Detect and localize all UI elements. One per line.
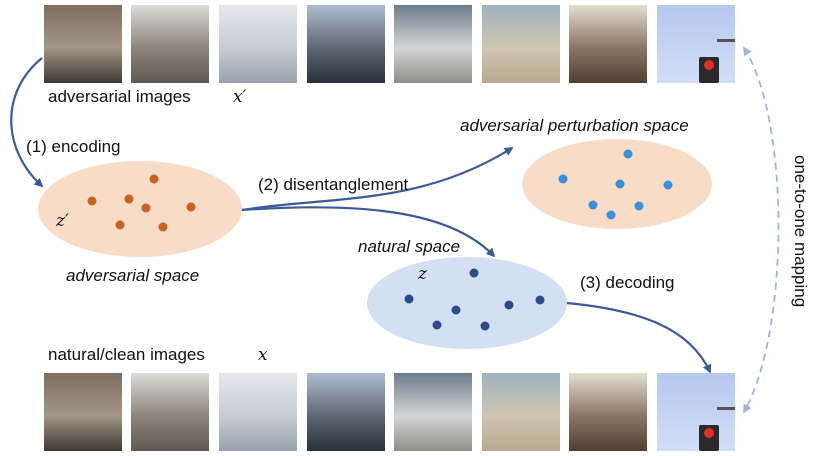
perturbation-point [558,174,568,184]
natural-point [469,268,479,278]
decoding-label: (3) decoding [580,273,675,292]
natural-point [535,295,545,305]
clean-images-label: natural/clean images [48,345,205,364]
perturbation-point [615,179,625,189]
clean-images-row [44,373,735,451]
adversarial-point [115,220,125,230]
decoding-arrow [566,301,712,374]
adversarial-images-row [44,5,735,83]
encoding-arrow [10,57,44,188]
perturbation-point [588,200,598,210]
clean-car-mirror-street-image [44,373,122,451]
perturbation-point [634,201,644,211]
natural-point [504,300,514,310]
natural-space-symbol: z [417,264,428,284]
adversarial-point [158,222,168,232]
adversarial-sandpiper-bird-image [394,5,472,83]
adversarial-point [186,202,196,212]
adversarial-space-symbol: z′ [55,211,69,231]
adversarial-space-label: adversarial space [66,266,199,285]
traffic-light-pole [717,39,735,42]
natural-points [404,268,545,331]
clean-stone-castle-image [131,373,209,451]
adversarial-perturbation-space-label: adversarial perturbation space [460,116,689,135]
clean-airplane-image [307,373,385,451]
clean-images-symbol: x [258,345,268,365]
clean-arch-bridge-image [219,373,297,451]
adversarial-images-symbol: x′ [233,87,247,107]
natural-space-ellipse [367,257,567,349]
natural-point [432,320,442,330]
natural-point [480,321,490,331]
natural-point [404,294,414,304]
adversarial-point [87,196,97,206]
adversarial-point [141,203,151,213]
adversarial-images-label: adversarial images [48,87,191,106]
adversarial-stone-castle-image [131,5,209,83]
adversarial-car-mirror-street-image [44,5,122,83]
traffic-light-red-lamp [704,60,714,70]
adversarial-airplane-image [307,5,385,83]
perturbation-point [606,210,616,220]
clean-beach-water-image [482,373,560,451]
adversarial-point [149,174,159,184]
encoding-label: (1) encoding [26,137,121,156]
perturbation-point [623,149,633,159]
adversarial-beach-water-image [482,5,560,83]
one-to-one-mapping-arrow [743,46,780,414]
adversarial-point [124,194,134,204]
clean-sandpiper-bird-image [394,373,472,451]
clean-living-room-image [569,373,647,451]
disentanglement-arrow-perturbation [241,147,514,212]
natural-point [451,305,461,315]
traffic-light-pole [717,407,735,410]
adversarial-arch-bridge-image [219,5,297,83]
perturbation-point [663,180,673,190]
perturbation-points [558,149,673,220]
disentanglement-label: (2) disentanglement [258,175,409,194]
adversarial-space-ellipse [38,161,242,257]
adversarial-living-room-image [569,5,647,83]
clean-traffic-light-image [657,373,735,451]
adversarial-space-points [87,174,196,232]
natural-space-label: natural space [358,237,460,256]
one-to-one-mapping-label: one-to-one mapping [791,155,810,307]
disentanglement-arrow-natural [241,206,496,258]
adversarial-traffic-light-image [657,5,735,83]
traffic-light-red-lamp [704,428,714,438]
